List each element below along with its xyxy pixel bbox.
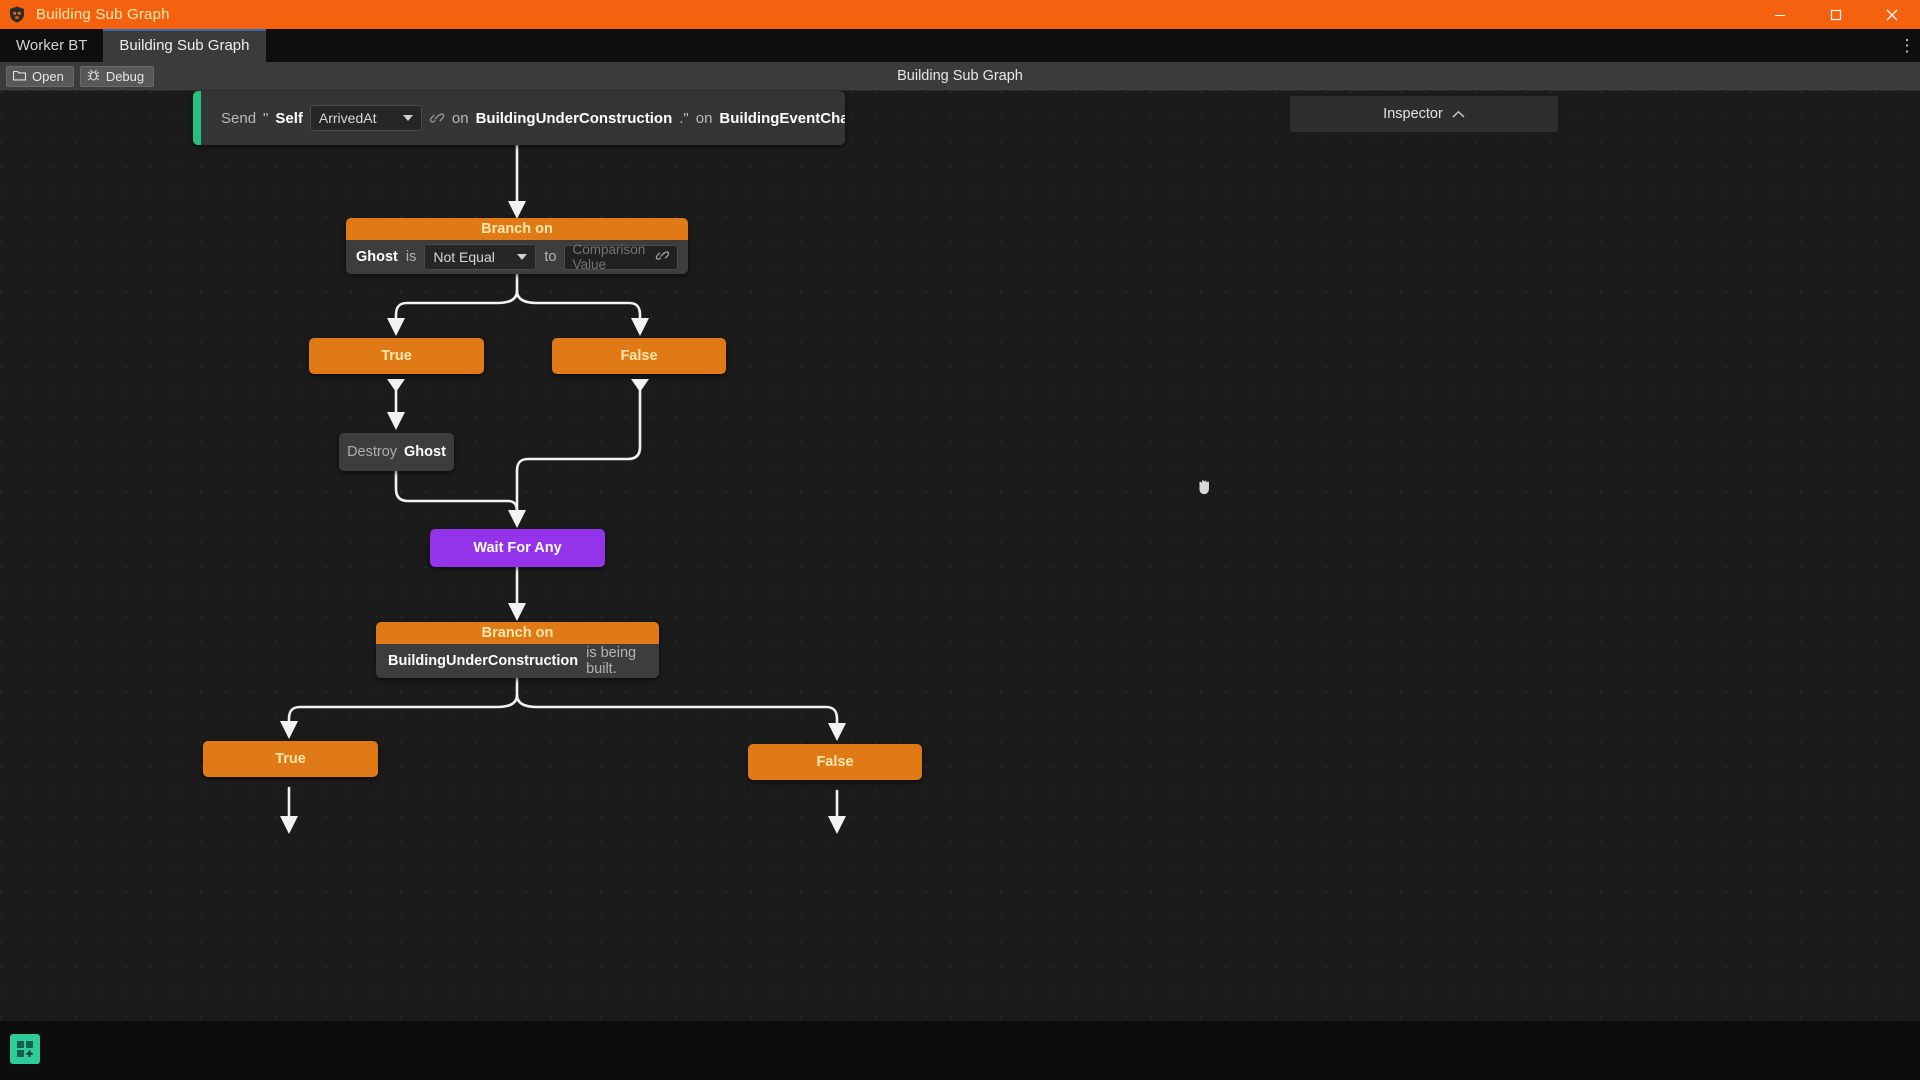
bool-label: True: [275, 751, 306, 767]
send-preposition-1: on: [451, 109, 469, 127]
branch-verb: is: [405, 249, 417, 265]
comparison-value-placeholder: Comparison Value: [572, 242, 646, 272]
send-object-2: BuildingEventChannel: [719, 109, 845, 127]
branch-subject: BuildingUnderConstruction: [388, 653, 579, 669]
bool-label: False: [816, 754, 854, 770]
close-button[interactable]: [1864, 0, 1920, 29]
mouse-cursor-grab-icon: [1195, 476, 1213, 496]
destroy-verb: Destroy: [347, 444, 398, 460]
tab-label: Worker BT: [16, 37, 88, 54]
tab-overflow-menu-icon[interactable]: ⋮: [1898, 35, 1916, 55]
branch-predicate: is being built.: [586, 645, 637, 677]
window-title: Building Sub Graph: [36, 6, 170, 23]
branch-operator-value: Not Equal: [433, 249, 495, 265]
node-branch-on-ghost[interactable]: Branch on Ghost is Not Equal to Comparis…: [346, 218, 688, 274]
tab-label: Building Sub Graph: [119, 37, 250, 54]
debug-label: Debug: [105, 68, 145, 84]
send-verb: Send: [221, 109, 257, 127]
desktop-taskbar: [0, 1021, 1920, 1080]
send-event-value: ArrivedAt: [318, 110, 377, 126]
window-titlebar: Building Sub Graph: [0, 0, 1920, 29]
folder-icon: [12, 69, 27, 84]
open-button[interactable]: Open: [6, 65, 74, 87]
graph-edges: [280, 143, 846, 834]
chevron-down-icon: [517, 254, 528, 260]
node-branch2-true[interactable]: True: [203, 741, 378, 777]
bool-label: True: [381, 348, 412, 364]
comparison-value-input[interactable]: Comparison Value: [564, 242, 678, 272]
node-status-accent: [193, 91, 201, 145]
send-object-1: BuildingUnderConstruction: [475, 109, 673, 127]
branch-body: BuildingUnderConstruction is being built…: [376, 644, 659, 678]
node-destroy-ghost[interactable]: Destroy Ghost: [339, 433, 454, 471]
send-quote-close: .": [679, 109, 689, 127]
bug-icon: [87, 69, 100, 84]
bool-label: False: [620, 348, 658, 364]
send-preposition-2: on: [695, 109, 713, 127]
graph-canvas[interactable]: Send " Self ArrivedAt on BuildingUnderCo…: [0, 91, 1920, 1021]
branch-subject: Ghost: [356, 249, 398, 265]
tab-building-sub-graph[interactable]: Building Sub Graph: [103, 29, 266, 62]
branch-header: Branch on: [376, 622, 659, 644]
add-tile-icon[interactable]: [10, 1034, 40, 1064]
destroy-target: Ghost: [404, 444, 446, 460]
inspector-panel-header[interactable]: Inspector: [1290, 96, 1558, 132]
minimize-button[interactable]: [1752, 0, 1808, 29]
node-send-body: Send " Self ArrivedAt on BuildingUnderCo…: [201, 105, 845, 131]
chevron-down-icon: [402, 115, 413, 121]
debug-button[interactable]: Debug: [79, 65, 155, 87]
inspector-label: Inspector: [1383, 106, 1443, 122]
node-branch1-false[interactable]: False: [552, 338, 726, 374]
graph-title: Building Sub Graph: [897, 68, 1023, 84]
send-event-dropdown[interactable]: ArrivedAt: [309, 105, 422, 131]
send-quote-open: ": [263, 109, 269, 127]
node-branch-on-building[interactable]: Branch on BuildingUnderConstruction is b…: [376, 622, 659, 678]
branch-connector: to: [544, 249, 557, 265]
node-branch2-false[interactable]: False: [748, 744, 922, 780]
node-wait-for-any[interactable]: Wait For Any: [430, 529, 605, 567]
node-branch1-true[interactable]: True: [309, 338, 484, 374]
graph-toolbar: Building Sub Graph Open Debug: [0, 62, 1920, 91]
link-icon[interactable]: [655, 249, 670, 265]
maximize-button[interactable]: [1808, 0, 1864, 29]
wait-label: Wait For Any: [473, 540, 562, 556]
branch-header: Branch on: [346, 218, 688, 240]
chevron-up-icon[interactable]: [1452, 107, 1465, 122]
branch-body: Ghost is Not Equal to Comparison Value: [346, 240, 688, 274]
open-label: Open: [32, 68, 64, 84]
tab-bar: Worker BT Building Sub Graph ⋮: [0, 29, 1920, 62]
branch-operator-dropdown[interactable]: Not Equal: [424, 244, 537, 270]
skull-shield-icon: [6, 4, 28, 26]
node-send-event[interactable]: Send " Self ArrivedAt on BuildingUnderCo…: [193, 91, 845, 145]
link-icon[interactable]: [429, 111, 445, 125]
tab-worker-bt[interactable]: Worker BT: [0, 29, 103, 62]
send-target: Self: [275, 109, 303, 127]
